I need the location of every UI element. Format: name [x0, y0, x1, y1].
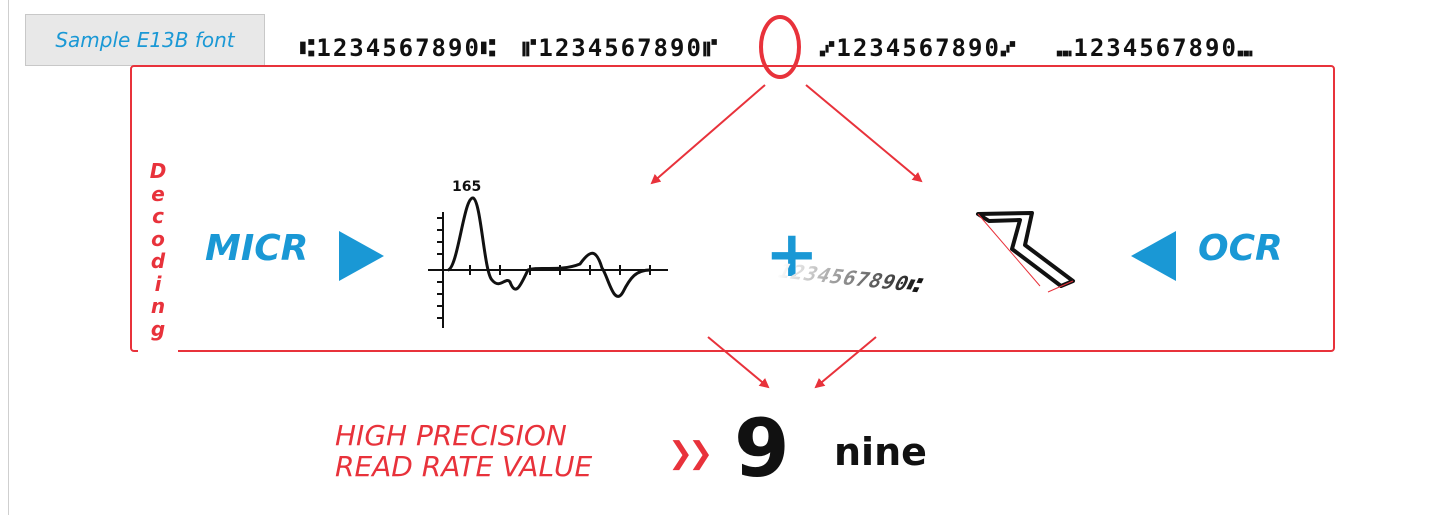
highlight-ellipse [759, 15, 801, 79]
ocr-projection-lines [977, 213, 1074, 293]
decoding-vertical-label: D e c o d i n g [138, 160, 178, 380]
result-word: nine [834, 430, 927, 474]
arrow-ocr-to-result [814, 336, 877, 389]
arrow-micr-to-result [707, 336, 770, 389]
decoding-frame [130, 65, 1335, 352]
triangle-left-icon [1131, 231, 1176, 281]
ocr-label: OCR [1198, 228, 1283, 269]
arrow-to-micr [650, 84, 766, 185]
decoding-letter: o [151, 226, 165, 251]
precision-caption-line-2: READ RATE VALUE [335, 450, 593, 483]
micr-sample-line-1: ⑆1234567890⑆ [300, 34, 498, 62]
decoding-letter: D [149, 159, 167, 183]
ocr-character-strip: 1234567890⑆ [773, 259, 926, 296]
precision-caption-line-1: HIGH PRECISION [335, 419, 567, 452]
ocr-magnified-glyph [976, 211, 1075, 288]
micr-sample-line-4: ⑉1234567890⑉ [1057, 34, 1255, 62]
arrow-to-ocr [805, 84, 923, 183]
sample-font-label-box: Sample E13B font [25, 14, 265, 66]
ocr-perspective-illustration: 1234567890⑆ [773, 211, 1075, 297]
left-border-rule [8, 0, 9, 515]
decoding-letter: e [151, 181, 165, 206]
waveform-peak-value: 165 [452, 179, 482, 195]
decoding-letter: n [150, 294, 166, 318]
decoding-letter: c [152, 204, 164, 228]
decoding-letter: i [154, 271, 162, 296]
waveform-signal [447, 196, 651, 298]
micr-sample-line-3: ⑇1234567890⑇ [820, 34, 1018, 62]
waveform-y-ticks [437, 217, 443, 319]
micr-label: MICR [205, 228, 309, 269]
decoding-letter: g [150, 316, 166, 341]
result-digit: 9 [734, 402, 790, 495]
sample-font-label: Sample E13B font [55, 28, 235, 52]
decoding-letter: d [150, 249, 166, 273]
double-chevron-right-icon: ❯❯ [668, 436, 713, 471]
precision-caption: HIGH PRECISION READ RATE VALUE [335, 420, 592, 482]
micr-waveform-plot [428, 196, 668, 328]
triangle-right-icon [339, 231, 384, 281]
plus-sign: + [765, 218, 819, 292]
micr-sample-line-2: ⑈1234567890⑈ [522, 34, 720, 62]
